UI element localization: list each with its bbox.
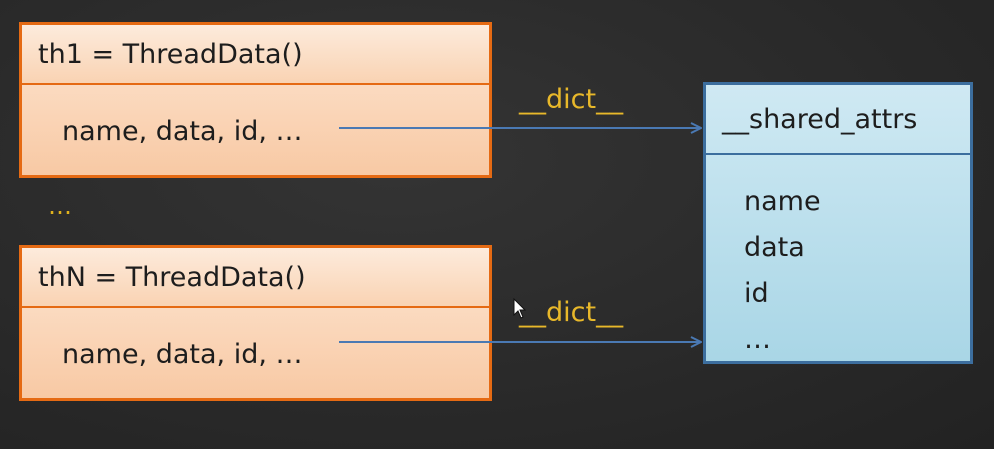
thread-object-box-n: thN = ThreadData() name, data, id, … (19, 245, 492, 401)
ellipsis-between-objects: … (48, 192, 73, 220)
thread-object-title: th1 = ThreadData() (22, 25, 489, 85)
thread-object-title: thN = ThreadData() (22, 248, 489, 308)
shared-attrs-title: __shared_attrs (706, 85, 970, 155)
thread-object-box-1: th1 = ThreadData() name, data, id, … (19, 22, 492, 178)
mouse-cursor-icon (513, 298, 527, 319)
dict-edge-label-n: __dict__ (519, 297, 624, 328)
shared-attr-item: name (744, 186, 821, 217)
shared-attrs-list: name data id … (706, 155, 970, 363)
thread-object-attrs: name, data, id, … (62, 116, 303, 147)
dict-edge-label-1: __dict__ (519, 84, 624, 115)
shared-attrs-box: __shared_attrs name data id … (703, 82, 973, 364)
thread-object-attrs: name, data, id, … (62, 339, 303, 370)
shared-attr-item: … (744, 324, 771, 355)
shared-attr-item: id (744, 278, 769, 309)
shared-attr-item: data (744, 232, 805, 263)
